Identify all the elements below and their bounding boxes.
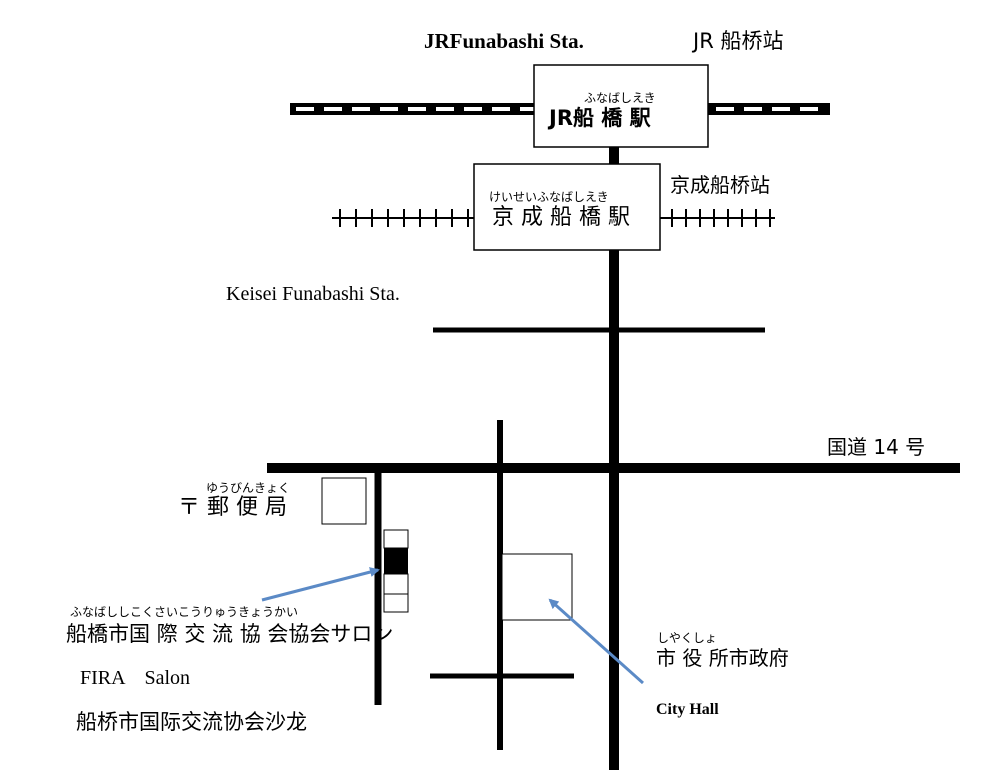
post-office-building <box>321 477 367 525</box>
jr-station-box <box>533 64 709 148</box>
salon-building-marker <box>384 548 408 574</box>
keisei-station-box <box>473 163 661 251</box>
salon-name-en: FIRA Salon <box>80 667 191 689</box>
salon-building-bottom <box>383 593 409 613</box>
salon-name-zh: 船桥市国际交流协会沙龙 <box>76 710 307 734</box>
keisei-railway-line <box>332 209 775 227</box>
keisei-station-ruby: けいせいふなばしえき <box>489 190 609 204</box>
city-hall-ruby: しやくしょ <box>657 631 717 645</box>
salon-ruby: ふなばししこくさいこうりゅうきょうかい <box>70 605 299 619</box>
jr-station-ruby: ふなばしえき <box>584 91 656 105</box>
route-14-label: 国道 14 号 <box>827 435 926 459</box>
city-hall-name-ja: 市 役 所市政府 <box>656 646 789 670</box>
post-office-label: 〒 郵 便 局 <box>178 495 287 520</box>
jr-station-name-ja: JR船 橋 駅 <box>549 106 651 130</box>
salon-building-upper <box>383 529 409 549</box>
keisei-station-name-ja: 京 成 船 橋 駅 <box>492 205 630 230</box>
post-office-ruby: ゆうびんきょく <box>206 481 291 495</box>
city-hall-arrow <box>548 598 644 685</box>
salon-name-ja: 船橋市国 際 交 流 協 会協会サロン <box>66 622 394 646</box>
salon-building-lower <box>383 573 409 595</box>
city-hall-name-en: City Hall <box>656 701 719 718</box>
jr-station-name-en: JRFunabashi Sta. <box>424 29 584 53</box>
jr-station-name-zh: JR 船桥站 <box>693 29 784 53</box>
keisei-station-name-en: Keisei Funabashi Sta. <box>226 283 400 305</box>
salon-arrow <box>261 567 380 602</box>
keisei-station-name-zh: 京成船桥站 <box>670 173 770 197</box>
